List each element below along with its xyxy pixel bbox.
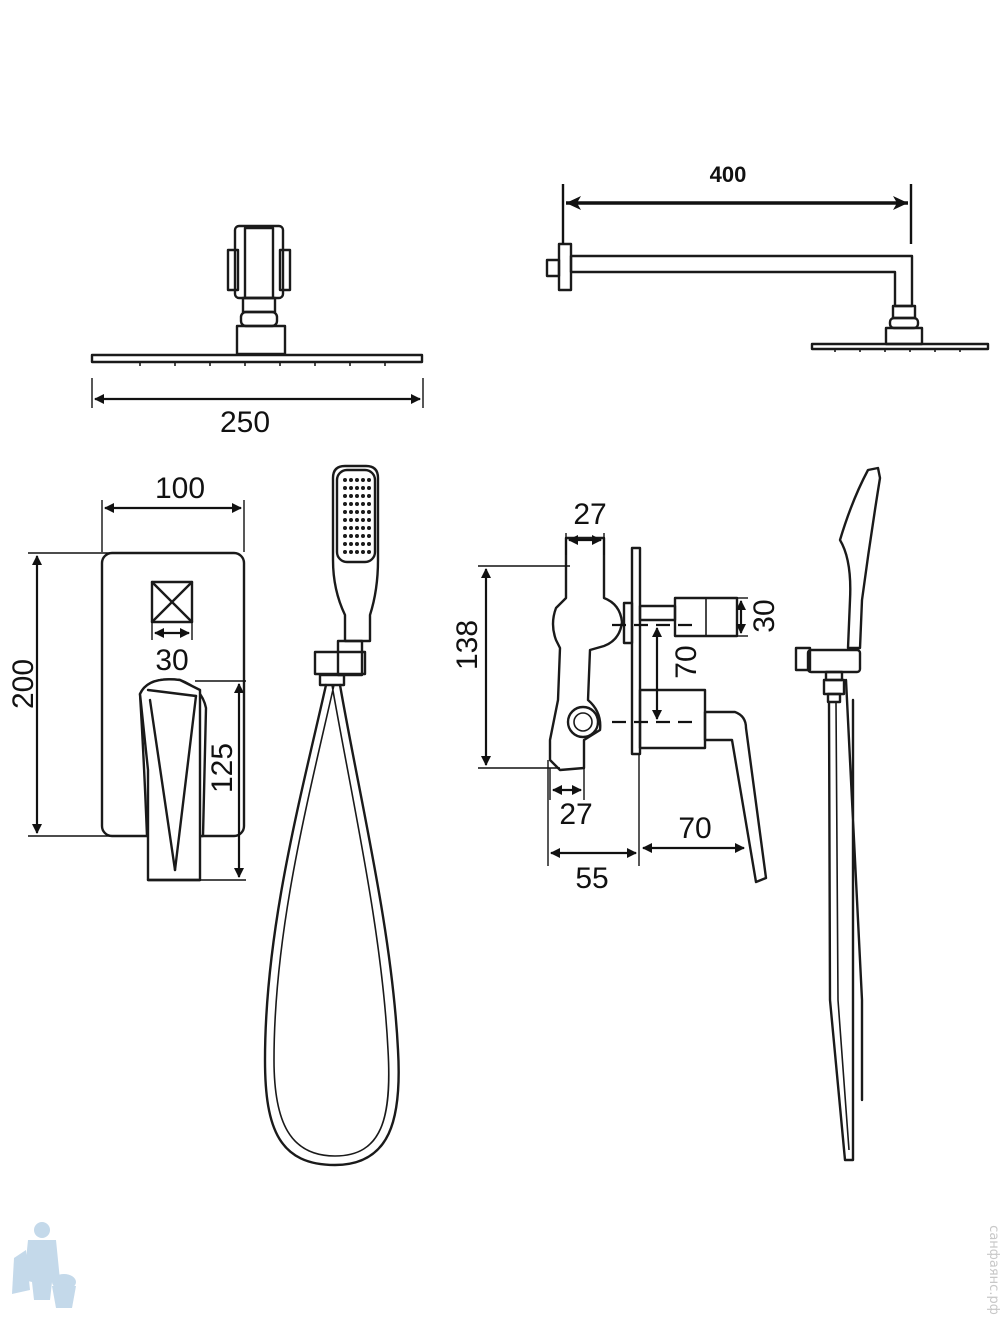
dimension-body-bottom: 27 xyxy=(549,768,593,831)
dimension-body-depth: 55 xyxy=(547,754,640,895)
dimension-lever-length: 70 xyxy=(642,812,745,853)
handle-width-label: 30 xyxy=(155,644,188,677)
spray-nozzles xyxy=(343,478,371,554)
dimension-plate-width: 100 xyxy=(101,472,245,552)
body-depth-label: 55 xyxy=(575,862,608,895)
dimension-outlet-spacing: 70 xyxy=(652,627,703,720)
body-top-label: 27 xyxy=(573,498,606,531)
dimension-handle-drop: 125 xyxy=(195,680,246,881)
dimension-head-width: 250 xyxy=(91,378,424,439)
dimension-plate-height: 200 xyxy=(7,552,110,837)
plate-width-label: 100 xyxy=(155,472,205,505)
dimension-outlet-size: 30 xyxy=(736,597,781,637)
lever-length-label: 70 xyxy=(678,812,711,845)
shower-arm-side-view xyxy=(545,242,990,352)
hand-shower-side-view xyxy=(794,466,882,1162)
shower-head-front-view xyxy=(90,224,424,366)
dimension-arm-length: 400 xyxy=(561,162,913,244)
outlet-spacing-label: 70 xyxy=(670,645,703,678)
plumber-logo xyxy=(12,1222,76,1308)
mixer-front-view xyxy=(100,551,246,882)
handle-drop-label: 125 xyxy=(206,743,239,793)
body-height-label: 138 xyxy=(451,620,484,670)
head-width-label: 250 xyxy=(220,406,270,439)
arm-length-label: 400 xyxy=(710,162,747,187)
plate-height-label: 200 xyxy=(7,659,40,709)
mixer-side-view xyxy=(548,536,768,884)
body-bottom-label: 27 xyxy=(559,798,592,831)
watermark-side-text: санфаянс.рф xyxy=(986,1225,1000,1315)
dimension-body-height: 138 xyxy=(451,565,570,769)
hand-shower xyxy=(263,464,400,1167)
dimension-handle-width: 30 xyxy=(151,622,193,677)
dimension-body-top: 27 xyxy=(565,498,607,555)
outlet-size-label: 30 xyxy=(748,599,781,632)
